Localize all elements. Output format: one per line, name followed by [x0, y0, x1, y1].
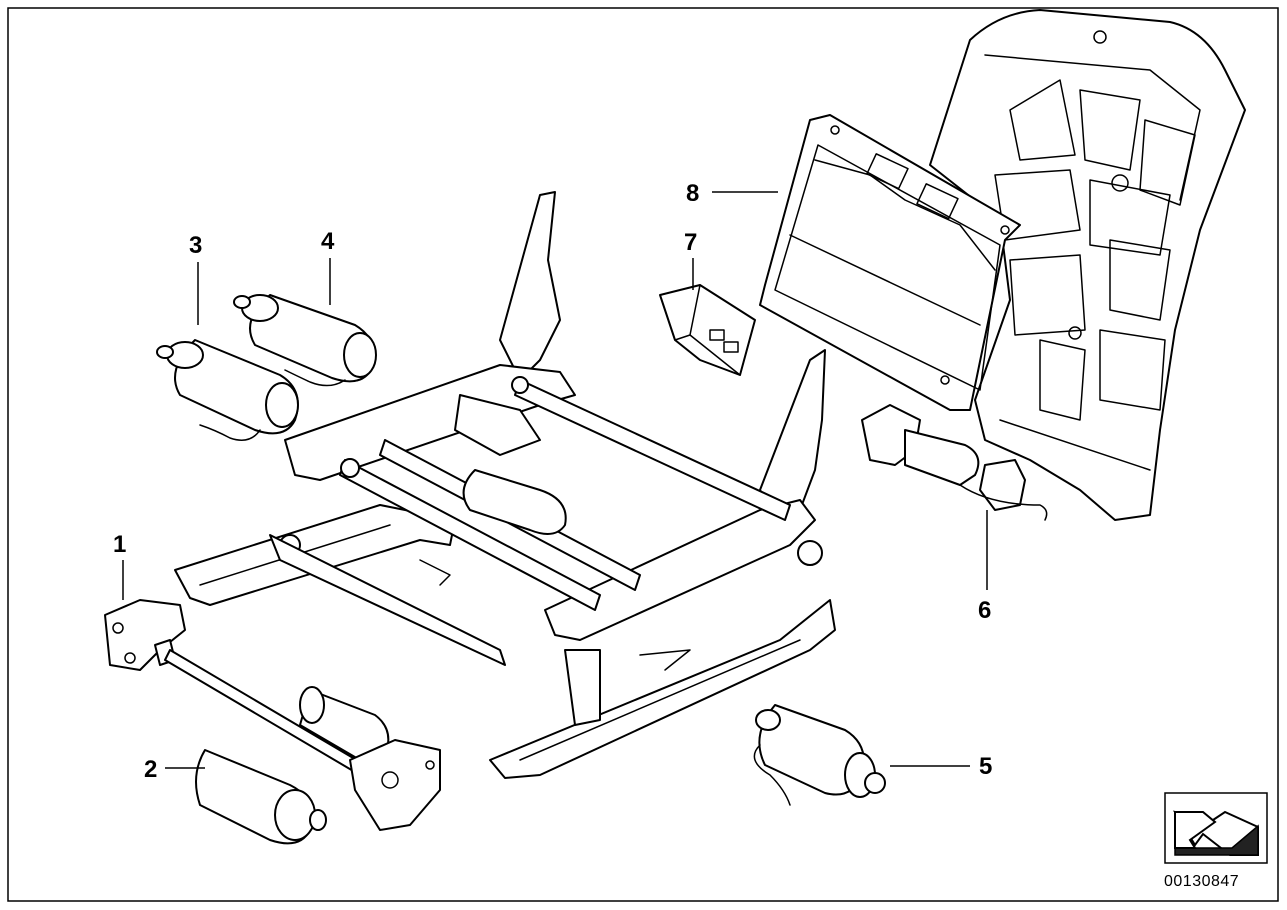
part-4-motor [233, 294, 377, 387]
callout-2: 2 [144, 756, 157, 783]
lower-gear-assembly [299, 686, 441, 831]
callout-6: 6 [978, 597, 991, 624]
callout-4: 4 [321, 228, 335, 255]
seat-base-frame [174, 191, 836, 779]
callout-3: 3 [189, 232, 202, 259]
part-3-motor [156, 339, 299, 441]
part-1-gear-unit [104, 599, 366, 776]
callout-5: 5 [979, 753, 992, 780]
diagram-frame [7, 7, 1279, 902]
part-7-relay [659, 284, 756, 376]
callout-7: 7 [684, 229, 697, 256]
part-2-motor [195, 749, 327, 845]
seat-backrest-frame [929, 9, 1246, 521]
part-8-backrest-panel [759, 114, 1021, 411]
leader-lines [122, 191, 988, 769]
part-5-motor [753, 704, 886, 806]
direction-arrow-icon [1164, 792, 1268, 864]
callout-1: 1 [113, 531, 126, 558]
part-6-lumbar-motor [861, 404, 1048, 521]
document-number: 00130847 [1164, 873, 1239, 890]
callout-8: 8 [686, 180, 699, 207]
